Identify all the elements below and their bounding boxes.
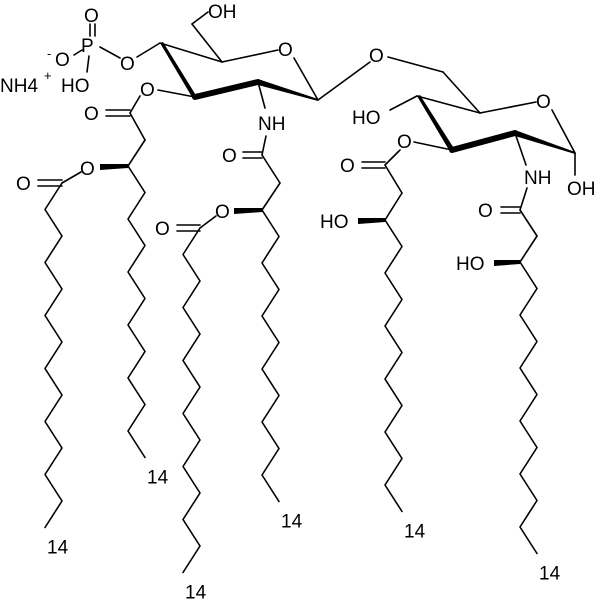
c6-oh-label: OH: [208, 2, 237, 23]
ammonium-label: NH4: [0, 76, 38, 97]
right-nh-label: NH: [524, 168, 551, 189]
left-nh-label: NH: [258, 114, 285, 135]
chain-end-label: 14: [185, 583, 207, 604]
alkyl-chain: [182, 227, 201, 574]
phosphate-oh-label: HO: [61, 76, 90, 97]
glycosidic-o-label: O: [369, 46, 384, 67]
c3p-ester-carbonyl-o-label: O: [340, 156, 355, 177]
c3p-ho-label: HO: [320, 212, 349, 233]
left-c3-o-label: O: [140, 80, 155, 101]
chain-end-label: 14: [147, 468, 169, 489]
chain-end-label: 14: [47, 538, 69, 559]
ammonium-charge: +: [44, 68, 52, 83]
c2-amide-carbonyl-o-label: O: [222, 146, 237, 167]
c3-ester-carbonyl-o-label: O: [84, 104, 99, 125]
c3-acyloxy-o-label: O: [80, 159, 95, 180]
phosphate-ester-o-label: O: [120, 54, 135, 75]
c2p-amide-carbonyl-o-label: O: [478, 201, 493, 222]
c2p-ho-label: HO: [456, 254, 485, 275]
phosphate-minus-charge: -: [47, 46, 51, 61]
phosphorus-label: P: [81, 36, 94, 57]
alkyl-chain: [127, 165, 146, 459]
c3-acyloxy-carbonyl-o-label: O: [16, 174, 31, 195]
alkyl-chain: [261, 209, 280, 503]
right-c3-o-label: O: [397, 132, 412, 153]
alkyl-chain: [384, 219, 403, 513]
c2-acyloxy-o-label: O: [215, 202, 230, 223]
c2-acyloxy-carbonyl-o-label: O: [155, 219, 170, 240]
phosphate-oxo-label: O: [84, 6, 99, 27]
right-ring-o-label: O: [536, 92, 551, 113]
alkyl-chain: [519, 261, 538, 555]
right-c1-oh-label: OH: [567, 179, 596, 200]
phosphate-o-minus-label: O: [55, 50, 70, 71]
chain-end-label: 14: [539, 564, 561, 585]
left-ring-o-label: O: [278, 40, 293, 61]
chain-end-label: 14: [281, 512, 303, 533]
alkyl-chain: [44, 182, 63, 529]
right-c4-ho-label: HO: [352, 108, 381, 129]
chain-end-label: 14: [404, 522, 426, 543]
